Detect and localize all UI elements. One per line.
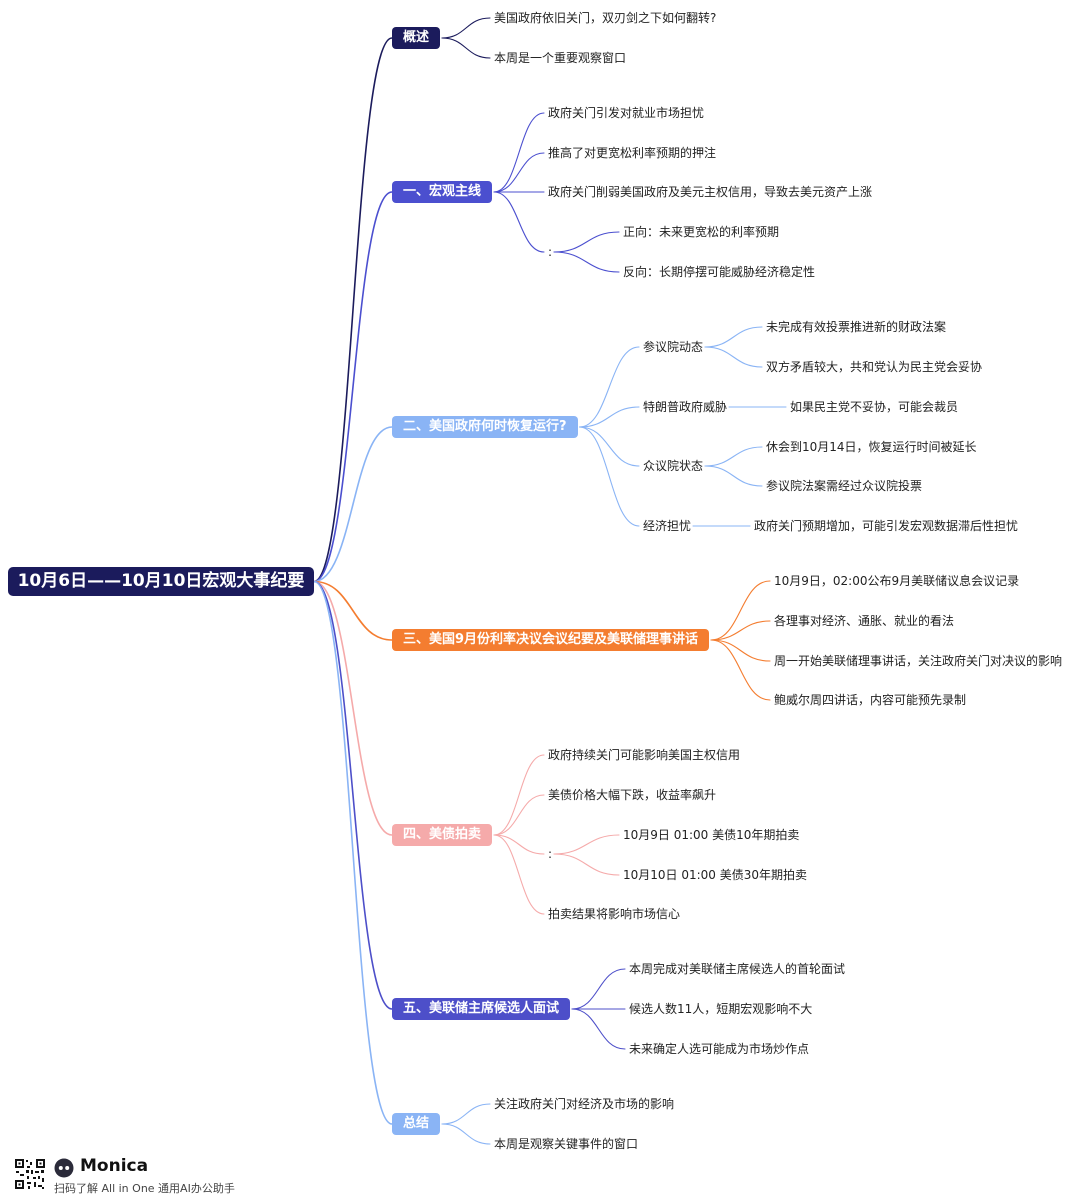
connector-line bbox=[493, 834, 545, 855]
root-connector bbox=[313, 580, 393, 641]
connector-line bbox=[493, 112, 545, 193]
leaf-chair-3: 未来确定人选可能成为市场炒作点 bbox=[629, 1042, 810, 1056]
leaf-treasury-1: 政府持续关门可能影响美国主权信用 bbox=[548, 748, 741, 762]
connector-line bbox=[441, 1103, 491, 1125]
leaf-treasury-30y: 10月10日 01:00 美债30年期拍卖 bbox=[623, 868, 808, 882]
connector-line bbox=[710, 620, 771, 641]
root-node[interactable]: 10月6日——10月10日宏观大事纪要 bbox=[8, 567, 314, 596]
connector-line bbox=[493, 794, 545, 836]
leaf-senate: 参议院动态 bbox=[643, 340, 704, 354]
leaf-fed-4: 鲍威尔周四讲话，内容可能预先录制 bbox=[774, 693, 967, 707]
qr-code-icon[interactable] bbox=[14, 1158, 46, 1190]
connector-line bbox=[441, 1123, 491, 1145]
leaf-overview-1: 美国政府依旧关门，双刃剑之下如何翻转? bbox=[494, 11, 717, 25]
connector-line bbox=[571, 968, 626, 1010]
root-connector bbox=[313, 580, 393, 1125]
leaf-house-2: 参议院法案需经过众议院投票 bbox=[766, 479, 923, 493]
branch-treasury-auction[interactable]: 四、美债拍卖 bbox=[392, 824, 493, 846]
leaf-macro-negative: 反向：长期停摆可能威胁经济稳定性 bbox=[623, 265, 816, 279]
branch-fed-minutes[interactable]: 三、美国9月份利率决议会议纪要及美联储理事讲话 bbox=[392, 629, 710, 651]
leaf-trump-threat-1: 如果民主党不妥协，可能会裁员 bbox=[790, 400, 959, 414]
brand-tagline: 扫码了解 All in One 通用AI办公助手 bbox=[54, 1182, 235, 1195]
connector-line bbox=[704, 326, 763, 348]
connector-line bbox=[704, 465, 763, 487]
leaf-fed-3: 周一开始美联储理事讲话，关注政府关门对决议的影响 bbox=[774, 654, 1063, 668]
connector-line bbox=[571, 1008, 626, 1050]
leaf-macro-1: 政府关门引发对就业市场担忧 bbox=[548, 106, 705, 120]
connector-line bbox=[493, 834, 545, 915]
branch-overview[interactable]: 概述 bbox=[392, 27, 441, 49]
connector-line bbox=[553, 251, 620, 273]
leaf-treasury-4: 拍卖结果将影响市场信心 bbox=[548, 907, 681, 921]
leaf-economy-worry-1: 政府关门预期增加，可能引发宏观数据滞后性担忧 bbox=[754, 519, 1019, 533]
leaf-senate-1: 未完成有效投票推进新的财政法案 bbox=[766, 320, 947, 334]
leaf-macro-3: 政府关门削弱美国政府及美元主权信用，导致去美元资产上涨 bbox=[548, 185, 873, 199]
connector-line bbox=[553, 231, 620, 253]
connector-line bbox=[704, 346, 763, 368]
root-connector bbox=[313, 580, 393, 836]
root-connector bbox=[313, 37, 393, 583]
connector-line bbox=[553, 834, 620, 855]
monica-logo-icon bbox=[54, 1158, 74, 1178]
leaf-trump-threat: 特朗普政府威胁 bbox=[643, 400, 728, 414]
connector-line bbox=[710, 580, 771, 641]
root-connector bbox=[313, 191, 393, 583]
branch-summary[interactable]: 总结 bbox=[392, 1113, 441, 1135]
root-connector bbox=[313, 580, 393, 1010]
connector-line bbox=[710, 639, 771, 701]
branch-gov-reopen[interactable]: 二、美国政府何时恢复运行? bbox=[392, 416, 578, 438]
connector-line bbox=[704, 446, 763, 467]
leaf-senate-2: 双方矛盾较大，共和党认为民主党会妥协 bbox=[766, 360, 983, 374]
leaf-economy-worry: 经济担忧 bbox=[643, 519, 692, 533]
leaf-treasury-2: 美债价格大幅下跌，收益率飙升 bbox=[548, 788, 717, 802]
leaf-house: 众议院状态 bbox=[643, 459, 704, 473]
connector-line bbox=[493, 152, 545, 193]
connector-line bbox=[493, 191, 545, 253]
leaf-house-1: 休会到10月14日，恢复运行时间被延长 bbox=[766, 440, 977, 454]
connector-line bbox=[441, 37, 491, 59]
leaf-summary-2: 本周是观察关键事件的窗口 bbox=[494, 1137, 639, 1151]
leaf-summary-1: 关注政府关门对经济及市场的影响 bbox=[494, 1097, 675, 1111]
leaf-chair-1: 本周完成对美联储主席候选人的首轮面试 bbox=[629, 962, 846, 976]
connector-line bbox=[578, 426, 640, 527]
leaf-fed-2: 各理事对经济、通胀、就业的看法 bbox=[774, 614, 955, 628]
connector-line bbox=[578, 426, 640, 467]
leaf-macro-positive: 正向：未来更宽松的利率预期 bbox=[623, 225, 780, 239]
brand-name: Monica bbox=[80, 1156, 149, 1176]
leaf-treasury-10y: 10月9日 01:00 美债10年期拍卖 bbox=[623, 828, 800, 842]
leaf-macro-colon: : bbox=[548, 245, 553, 259]
branch-fed-chair-interview[interactable]: 五、美联储主席候选人面试 bbox=[392, 998, 571, 1020]
leaf-macro-2: 推高了对更宽松利率预期的押注 bbox=[548, 146, 717, 160]
connector-line bbox=[710, 639, 771, 662]
leaf-fed-1: 10月9日，02:00公布9月美联储议息会议记录 bbox=[774, 574, 1020, 588]
leaf-chair-2: 候选人数11人，短期宏观影响不大 bbox=[629, 1002, 813, 1016]
connector-line bbox=[553, 853, 620, 876]
connector-line bbox=[578, 346, 640, 428]
connector-line bbox=[493, 754, 545, 836]
leaf-overview-2: 本周是一个重要观察窗口 bbox=[494, 51, 627, 65]
connector-line bbox=[441, 17, 491, 39]
branch-macro-mainline[interactable]: 一、宏观主线 bbox=[392, 181, 493, 203]
leaf-treasury-colon: : bbox=[548, 847, 553, 861]
root-connector bbox=[313, 426, 393, 583]
connector-line bbox=[578, 406, 640, 428]
